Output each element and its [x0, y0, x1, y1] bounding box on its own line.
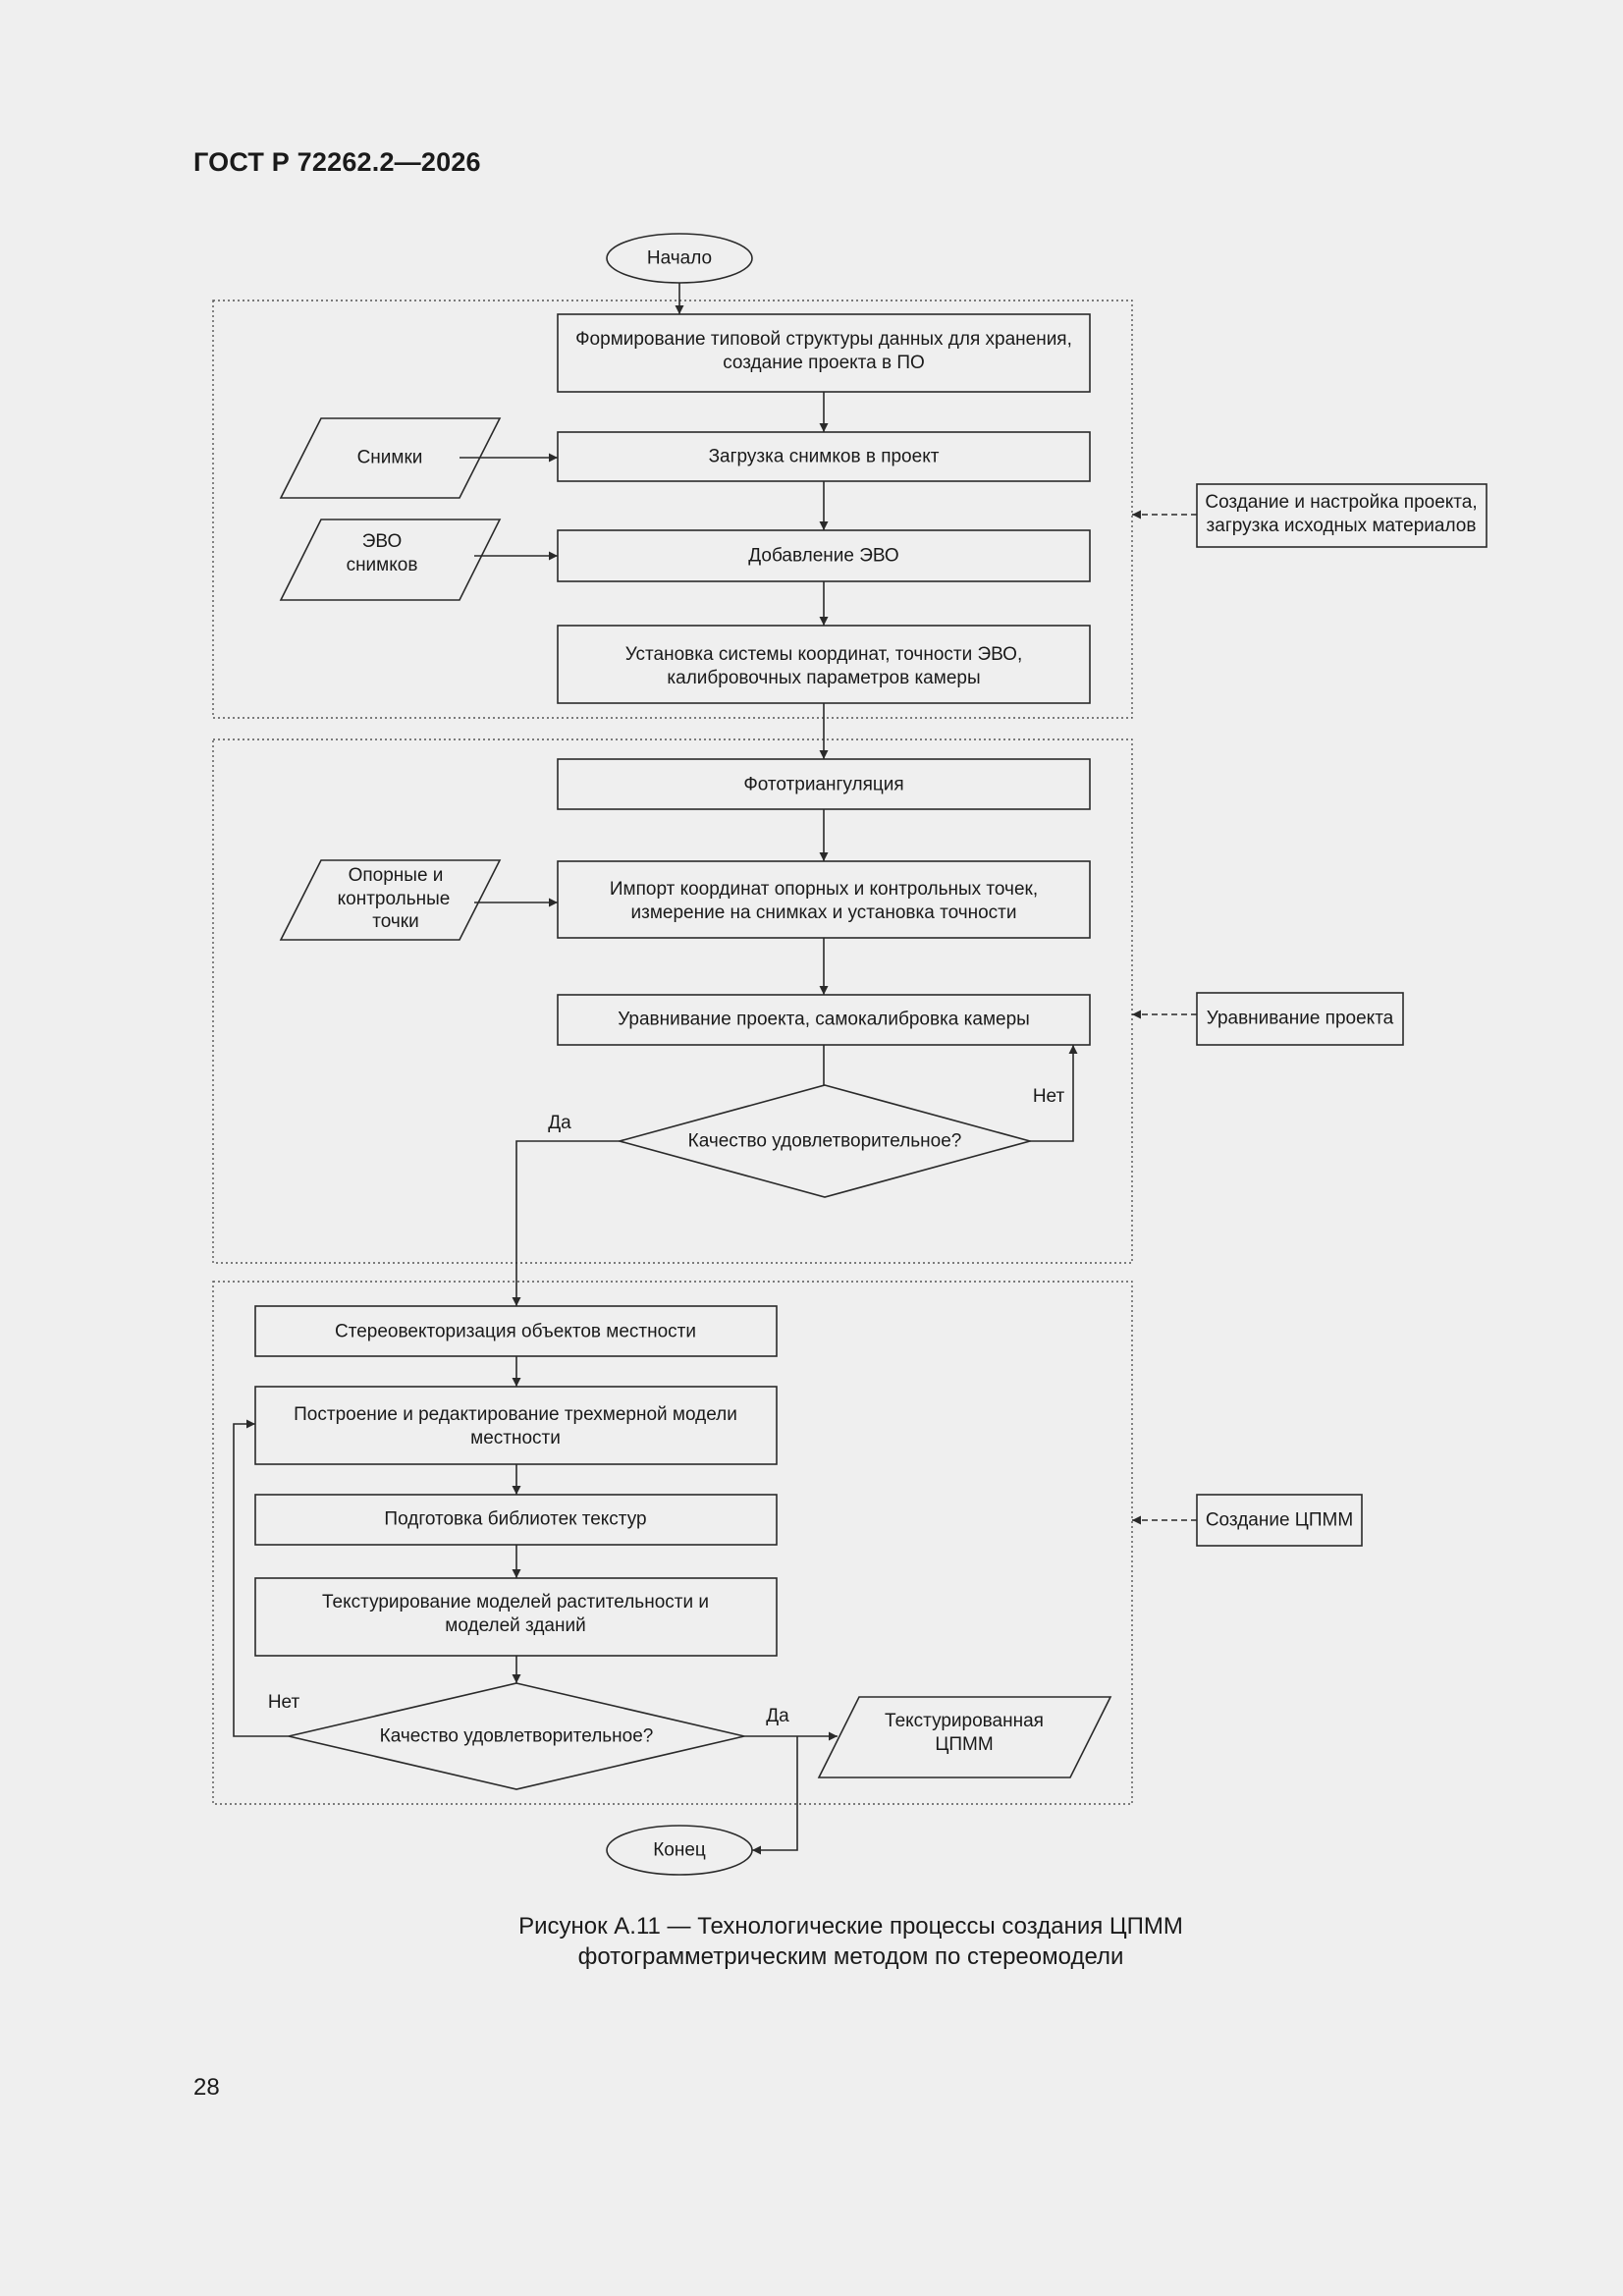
- arrow-to-end: [752, 1736, 798, 1855]
- stage2-step-2: Импорт координат опорных и контрольных т…: [557, 860, 1091, 939]
- stage2-yes-label: Да: [548, 1113, 571, 1133]
- stage3-decision: Качество удовлетворительное?: [288, 1682, 745, 1790]
- stage1-step-2-line-1: Загрузка снимков в проект: [709, 447, 940, 467]
- stage1-step-3-line-1: Добавление ЭВО: [748, 546, 898, 567]
- stage3-label-line-1: Создание ЦПММ: [1206, 1510, 1353, 1531]
- stage1-label-box: Создание и настройка проекта, загрузка и…: [1196, 483, 1488, 548]
- stage1-step-1-line-1: Формирование типовой структуры данных дл…: [575, 329, 1072, 350]
- start-label: Начало: [647, 248, 712, 269]
- start-terminator: Начало: [606, 233, 753, 284]
- stage3-step-2-line-1: Построение и редактирование трехмерной м…: [294, 1404, 737, 1425]
- arrow-stage2-no-loop: [1030, 1045, 1078, 1142]
- page-number: 28: [193, 2074, 220, 2101]
- input-control-points-line-1: Опорные и: [349, 865, 444, 886]
- stage2-decision-label: Качество удовлетворительное?: [688, 1131, 962, 1152]
- output-line-2: ЦПММ: [935, 1734, 993, 1755]
- stage2-label-box: Уравнивание проекта: [1196, 992, 1404, 1046]
- input-eo: ЭВО снимков: [279, 519, 502, 601]
- stage3-step-1-line-1: Стереовекторизация объектов местности: [335, 1322, 696, 1342]
- caption-line-2: фотограмметрическим методом по стереомод…: [577, 1943, 1124, 1970]
- stage1-label-line-1: Создание и настройка проекта,: [1205, 492, 1477, 513]
- stage1-label-line-2: загрузка исходных материалов: [1207, 516, 1477, 536]
- input-control-points-line-2: контрольные: [338, 889, 451, 909]
- stage3-step-3-line-1: Подготовка библиотек текстур: [384, 1509, 646, 1530]
- stage3-step-4-line-2: моделей зданий: [445, 1615, 585, 1636]
- figure-caption: Рисунок А.11 — Технологические процессы …: [0, 1911, 1623, 1972]
- stage1-step-4: Установка системы координат, точности ЭВ…: [557, 625, 1091, 704]
- input-control-points: Опорные и контрольные точки: [279, 859, 502, 941]
- stage3-decision-label: Качество удовлетворительное?: [380, 1726, 654, 1747]
- stage1-step-3: Добавление ЭВО: [557, 529, 1091, 582]
- stage2-no-label: Нет: [1033, 1086, 1065, 1107]
- stage2-step-1: Фототриангуляция: [557, 758, 1091, 810]
- end-terminator: Конец: [606, 1825, 753, 1876]
- input-images-label: Снимки: [357, 448, 423, 468]
- stage1-step-1-line-2: создание проекта в ПО: [723, 353, 925, 373]
- stage3-label-box: Создание ЦПММ: [1196, 1494, 1363, 1547]
- output-line-1: Текстурированная: [885, 1711, 1044, 1731]
- arrow-stage3-no-loop: [233, 1419, 289, 1737]
- stage2-frame: [212, 738, 1133, 1264]
- stage3-frame: [212, 1281, 1133, 1805]
- stage1-step-4-line-2: калибровочных параметров камеры: [667, 668, 980, 688]
- stage2-step-1-line-1: Фототриангуляция: [743, 775, 903, 795]
- stage1-step-2: Загрузка снимков в проект: [557, 431, 1091, 482]
- stage1-step-1: Формирование типовой структуры данных дл…: [557, 313, 1091, 393]
- input-images: Снимки: [279, 417, 502, 499]
- stage3-no-label: Нет: [268, 1692, 300, 1713]
- end-label: Конец: [653, 1840, 706, 1861]
- stage2-step-2-line-2: измерение на снимках и установка точност…: [631, 902, 1017, 923]
- stage3-step-3: Подготовка библиотек текстур: [254, 1494, 778, 1546]
- document-header: ГОСТ Р 72262.2—2026: [193, 147, 481, 177]
- arrow-stage2-yes: [512, 1140, 620, 1306]
- stage3-step-2-line-2: местности: [470, 1428, 561, 1449]
- input-eo-line-2: снимков: [347, 555, 418, 575]
- caption-line-1: Рисунок А.11 — Технологические процессы …: [518, 1913, 1183, 1940]
- stage2-decision: Качество удовлетворительное?: [616, 1084, 1034, 1198]
- stage3-step-1: Стереовекторизация объектов местности: [254, 1305, 778, 1357]
- stage3-step-2: Построение и редактирование трехмерной м…: [254, 1386, 778, 1465]
- stage3-step-4: Текстурирование моделей растительности и…: [254, 1577, 778, 1657]
- stage3-yes-label: Да: [766, 1706, 789, 1726]
- input-control-points-line-3: точки: [372, 911, 418, 932]
- stage3-step-4-line-1: Текстурирование моделей растительности и: [322, 1592, 709, 1613]
- stage1-step-4-line-1: Установка системы координат, точности ЭВ…: [625, 644, 1022, 665]
- stage2-step-3: Уравнивание проекта, самокалибровка каме…: [557, 994, 1091, 1046]
- input-eo-line-1: ЭВО: [362, 531, 402, 552]
- output-textured-model: Текстурированная ЦПММ: [817, 1696, 1112, 1778]
- stage2-step-3-line-1: Уравнивание проекта, самокалибровка каме…: [618, 1010, 1030, 1030]
- stage2-step-2-line-1: Импорт координат опорных и контрольных т…: [610, 879, 1038, 900]
- stage2-label-line-1: Уравнивание проекта: [1207, 1009, 1394, 1029]
